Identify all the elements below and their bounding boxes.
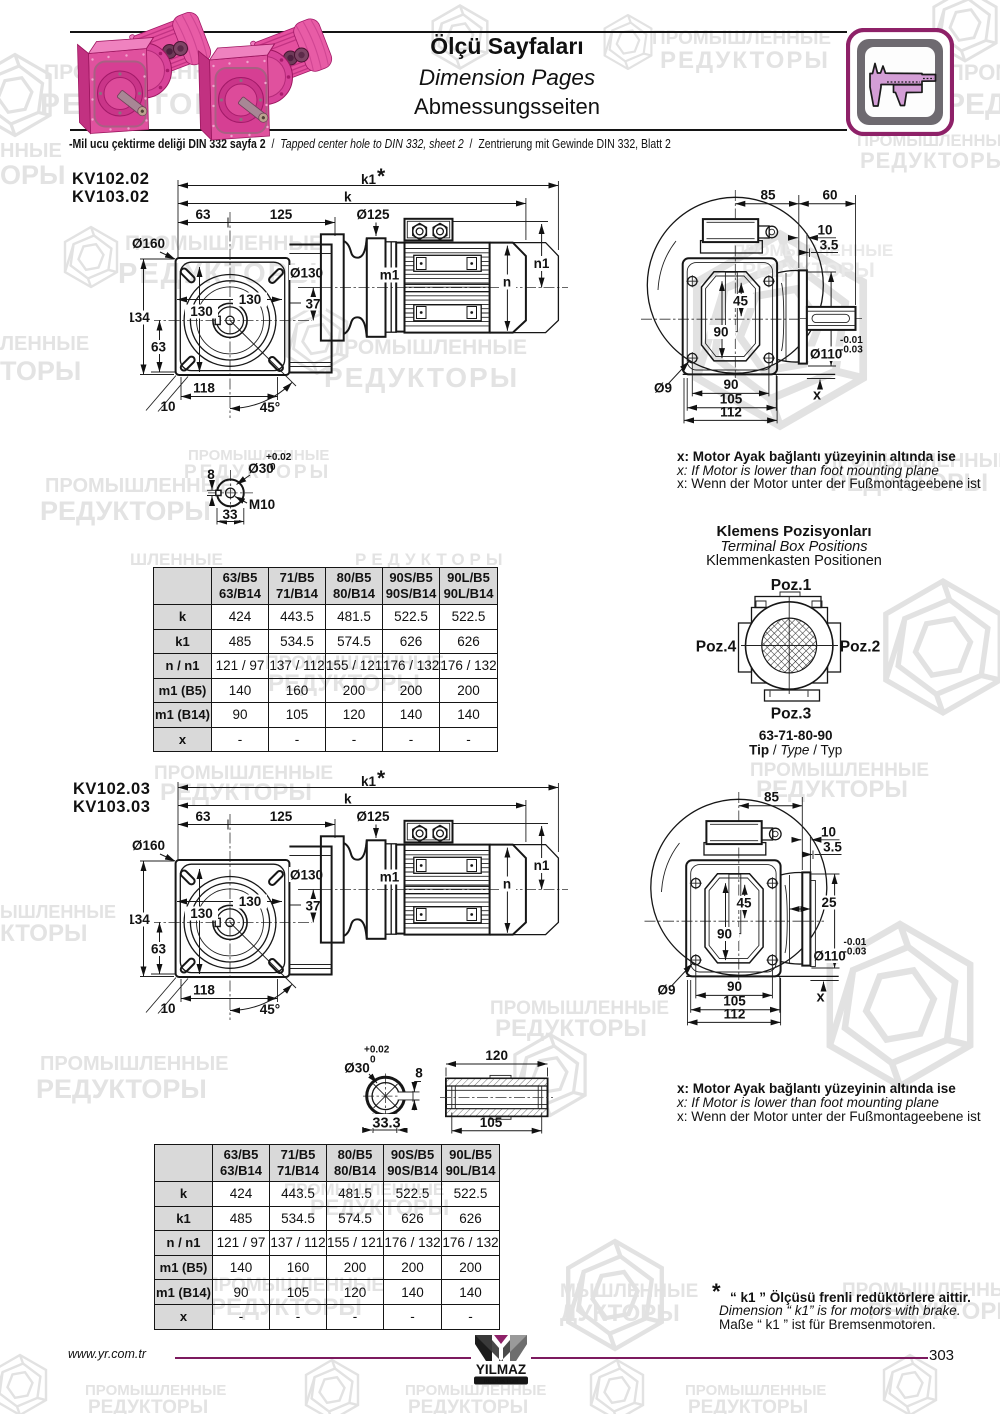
svg-text:x: x (813, 388, 821, 404)
svg-text:3.5: 3.5 (820, 238, 839, 253)
svg-text:m1: m1 (380, 268, 400, 283)
svg-text:Ø160: Ø160 (132, 236, 165, 251)
svg-text:90: 90 (713, 325, 728, 340)
svg-text:Ø110: Ø110 (810, 347, 842, 362)
svg-text:Ø125: Ø125 (356, 207, 390, 222)
svg-text:112: 112 (720, 405, 742, 420)
svg-text:-0.03: -0.03 (840, 345, 863, 356)
svg-text:*: * (377, 165, 386, 188)
svg-text:+0.02: +0.02 (364, 1044, 390, 1055)
svg-text:Poz.1: Poz.1 (771, 577, 812, 594)
svg-text:63: 63 (195, 207, 211, 222)
svg-text:120: 120 (485, 1048, 508, 1063)
svg-text:118: 118 (193, 381, 215, 396)
svg-text:M10: M10 (249, 497, 275, 512)
svg-text:45: 45 (733, 294, 749, 309)
svg-text:Tip / Type / Typ: Tip / Type / Typ (749, 743, 842, 758)
svg-text:8: 8 (415, 1065, 423, 1080)
svg-text:33: 33 (222, 507, 238, 522)
svg-text:85: 85 (760, 188, 776, 203)
svg-text:134: 134 (130, 310, 150, 325)
svg-text:0: 0 (270, 462, 276, 473)
svg-text:Poz.4: Poz.4 (696, 639, 737, 656)
svg-text:YILMAZ: YILMAZ (476, 1362, 526, 1377)
svg-text:Ø30: Ø30 (344, 1060, 370, 1075)
svg-text:k1: k1 (361, 172, 377, 187)
svg-text:105: 105 (480, 1115, 503, 1130)
svg-text:8: 8 (207, 467, 215, 482)
svg-text:60: 60 (822, 188, 837, 203)
svg-text:n: n (503, 275, 511, 290)
svg-text:63: 63 (151, 340, 167, 355)
svg-text:10: 10 (817, 223, 832, 238)
svg-text:37: 37 (305, 297, 320, 312)
svg-text:33.3: 33.3 (372, 1115, 400, 1131)
svg-text:Ø130: Ø130 (290, 266, 323, 281)
svg-text:10: 10 (160, 399, 175, 414)
svg-text:125: 125 (270, 207, 293, 222)
svg-text:n1: n1 (534, 256, 550, 271)
svg-text:45°: 45° (260, 400, 280, 415)
svg-text:k: k (344, 190, 352, 205)
svg-text:Poz.2: Poz.2 (840, 639, 880, 656)
svg-text:0: 0 (370, 1054, 376, 1065)
svg-text:130: 130 (190, 304, 213, 319)
svg-text:130: 130 (239, 292, 262, 307)
svg-text:25: 25 (821, 895, 837, 910)
svg-text:Ø9: Ø9 (654, 381, 672, 396)
svg-text:Poz.3: Poz.3 (771, 706, 812, 723)
svg-text:105: 105 (720, 392, 743, 407)
svg-text:90: 90 (723, 377, 738, 392)
svg-text:-0.01: -0.01 (840, 335, 863, 346)
svg-text:+0.02: +0.02 (266, 452, 292, 463)
svg-text:63-71-80-90: 63-71-80-90 (759, 728, 833, 743)
svg-text:Ø30: Ø30 (248, 461, 274, 476)
svg-text:REDÜKTÖR: REDÜKTÖR (483, 1378, 519, 1385)
